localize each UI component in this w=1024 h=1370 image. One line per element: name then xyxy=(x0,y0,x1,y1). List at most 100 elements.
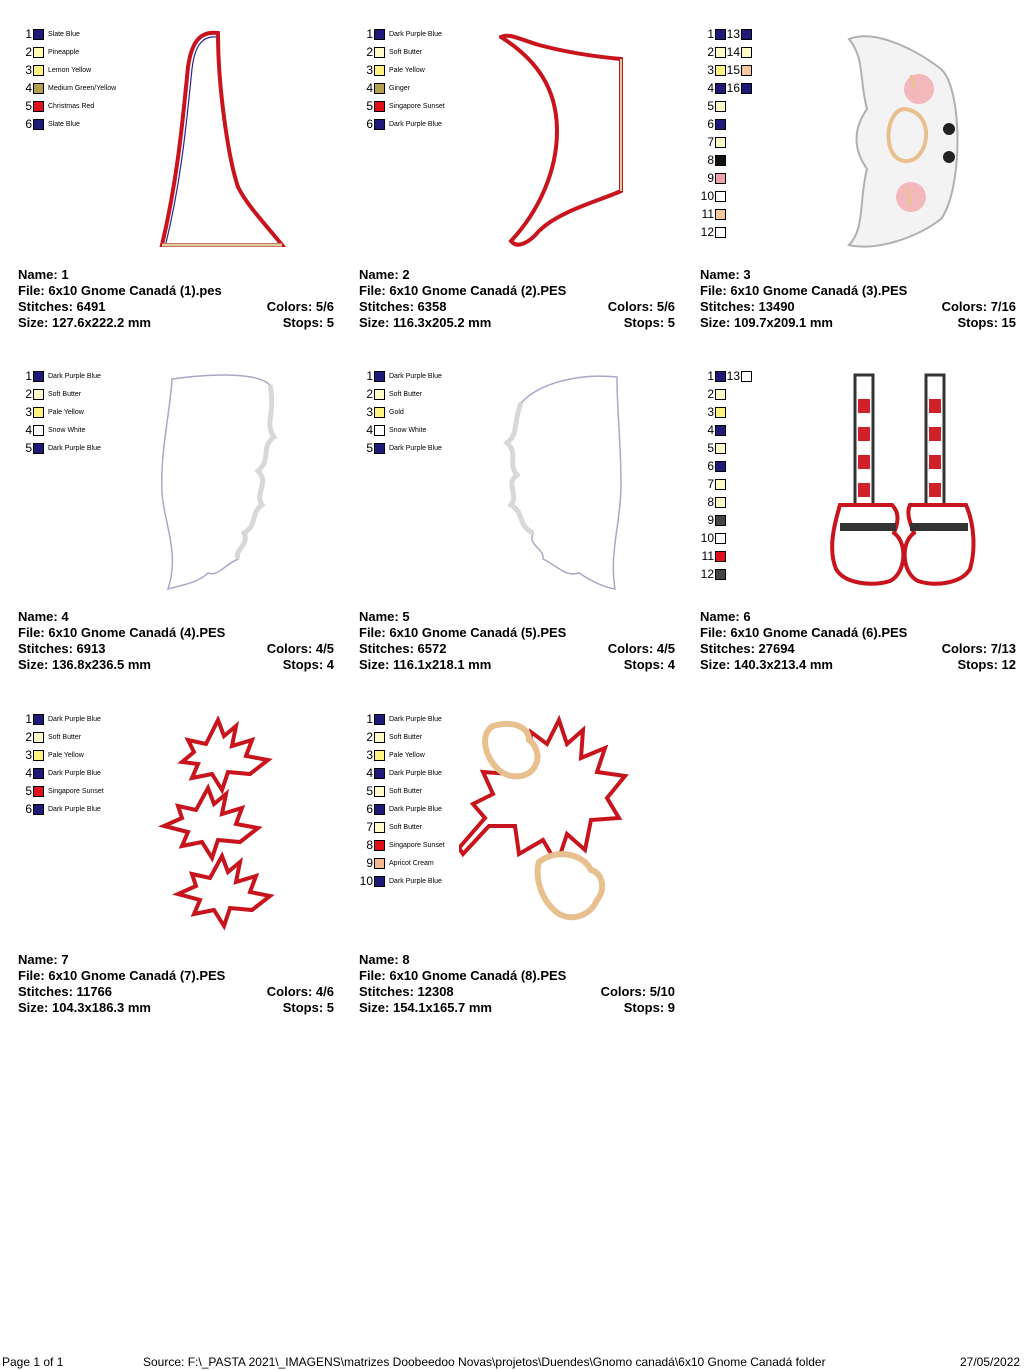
thread-name: Singapore Sunset xyxy=(389,841,445,849)
thread-number: 6 xyxy=(25,117,32,131)
thread-number: 16 xyxy=(726,81,740,95)
color-swatch xyxy=(33,64,44,76)
color-swatch xyxy=(33,424,44,436)
thread-number: 2 xyxy=(25,730,32,744)
color-swatch xyxy=(715,46,726,58)
thread-number: 7 xyxy=(707,477,714,491)
color-count: 5/6 xyxy=(315,299,334,314)
thread-number: 2 xyxy=(25,387,32,401)
color-swatch xyxy=(741,64,752,76)
thread-swatch: 13 xyxy=(726,26,752,42)
thread-name: Soft Butter xyxy=(389,787,423,795)
design-preview-brim xyxy=(499,33,623,247)
color-swatch xyxy=(374,821,385,833)
design-name: 4 xyxy=(61,609,69,624)
thread-swatch: 1 xyxy=(700,368,726,384)
color-swatch xyxy=(374,749,385,761)
thread-number: 1 xyxy=(366,369,373,383)
color-swatch xyxy=(374,713,385,725)
thread-number: 6 xyxy=(707,459,714,473)
design-file: 6x10 Gnome Canadá (2).PES xyxy=(389,283,567,298)
thread-name: Pale Yellow xyxy=(48,408,84,416)
design-preview-maple-leaf-mittens xyxy=(459,714,629,921)
color-swatch xyxy=(715,172,726,184)
thread-swatch: 1 xyxy=(700,26,726,42)
thread-number: 15 xyxy=(726,63,740,77)
color-swatch xyxy=(374,46,385,58)
stop-count: 4 xyxy=(667,657,675,672)
design-size: 104.3x186.3 mm xyxy=(51,1000,151,1015)
color-swatch xyxy=(33,803,44,815)
thread-name: Dark Purple Blue xyxy=(48,372,101,380)
stitch-count: 6572 xyxy=(417,641,447,656)
thread-number: 4 xyxy=(25,423,32,437)
thread-number: 4 xyxy=(707,81,714,95)
thread-swatch: 8 xyxy=(700,494,726,510)
color-swatch xyxy=(374,82,385,94)
thread-number: 2 xyxy=(707,387,714,401)
color-swatch xyxy=(374,406,385,418)
thread-number: 1 xyxy=(366,712,373,726)
color-swatch xyxy=(33,749,44,761)
color-swatch xyxy=(374,100,385,112)
thread-number: 1 xyxy=(707,369,714,383)
thread-swatch: 3 xyxy=(700,62,726,78)
design-info: Name: 7 File: 6x10 Gnome Canadá (7).PES … xyxy=(18,952,334,1015)
design-info: Name: 1 File: 6x10 Gnome Canadá (1).pes … xyxy=(18,267,334,330)
color-swatch xyxy=(33,370,44,382)
color-swatch xyxy=(715,388,726,400)
thread-swatch: 2 xyxy=(700,386,726,402)
print-date: 27/05/2022 xyxy=(960,1355,1021,1369)
thread-name: Soft Butter xyxy=(48,733,82,741)
thread-name: Dark Purple Blue xyxy=(389,30,442,38)
thread-name: Apricot Cream xyxy=(389,859,434,867)
thread-number: 1 xyxy=(366,27,373,41)
color-count: 5/10 xyxy=(649,984,675,999)
design-info: Name: 2 File: 6x10 Gnome Canadá (2).PES … xyxy=(359,267,675,330)
thread-swatch: 3 xyxy=(700,404,726,420)
color-swatch xyxy=(374,442,385,454)
color-swatch xyxy=(374,370,385,382)
thread-number: 4 xyxy=(25,766,32,780)
stop-count: 15 xyxy=(1001,315,1016,330)
color-swatch xyxy=(715,190,726,202)
thread-name: Dark Purple Blue xyxy=(48,805,101,813)
thread-number: 11 xyxy=(701,549,714,563)
thread-name: Dark Purple Blue xyxy=(389,877,442,885)
thread-number: 7 xyxy=(366,820,373,834)
thread-swatch: 13 xyxy=(726,368,752,384)
stop-count: 5 xyxy=(326,1000,334,1015)
design-name: 7 xyxy=(61,952,69,967)
thread-number: 3 xyxy=(707,63,714,77)
thread-number: 8 xyxy=(707,153,714,167)
design-name: 3 xyxy=(743,267,751,282)
thread-swatch: 10 xyxy=(700,188,726,204)
thread-name: Dark Purple Blue xyxy=(389,769,442,777)
thread-number: 5 xyxy=(366,441,373,455)
design-file: 6x10 Gnome Canadá (6).PES xyxy=(730,625,908,640)
design-size: 116.1x218.1 mm xyxy=(392,657,492,672)
color-count: 4/5 xyxy=(656,641,675,656)
design-name: 6 xyxy=(743,609,751,624)
design-size: 136.8x236.5 mm xyxy=(51,657,151,672)
stitch-count: 12308 xyxy=(417,984,454,999)
thread-name: Pale Yellow xyxy=(48,751,84,759)
thread-number: 3 xyxy=(366,405,373,419)
color-swatch xyxy=(33,28,44,40)
design-file: 6x10 Gnome Canadá (8).PES xyxy=(389,968,567,983)
design-preview-beard-right xyxy=(503,375,622,590)
design-info: Name: 6 File: 6x10 Gnome Canadá (6).PES … xyxy=(700,609,1016,672)
